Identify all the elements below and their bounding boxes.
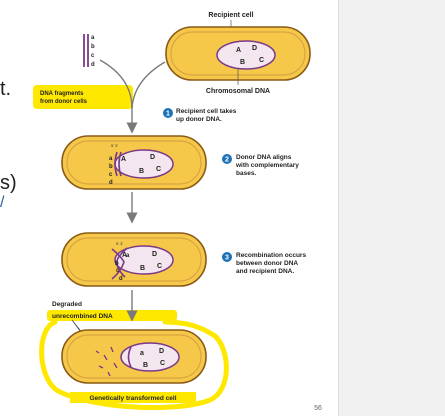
gene-label: a <box>140 350 144 357</box>
gene-label: d <box>119 276 123 282</box>
gene-label: D <box>252 45 257 52</box>
step-number: 1 <box>166 111 170 118</box>
gene-label: B <box>143 362 148 369</box>
page-number: 56 <box>314 405 322 412</box>
gene-label: D <box>159 348 164 355</box>
step-1-badge <box>163 108 173 118</box>
gene-label: c <box>109 172 113 178</box>
step-1-text: Recipient cell takes <box>176 108 237 115</box>
gene-label: c <box>91 53 95 59</box>
highlight-transformed-label <box>70 392 196 403</box>
gene-label: d <box>109 180 113 186</box>
gene-label: A <box>121 156 126 163</box>
gene-label: B <box>140 265 145 272</box>
step-2-badge <box>222 154 232 164</box>
gene-label: A <box>236 47 241 54</box>
gene-label: d <box>91 62 95 68</box>
gene-label: c <box>116 268 120 274</box>
gene-label: b <box>115 261 119 267</box>
gene-label: a <box>126 253 130 259</box>
chromosomal-dna-loop <box>216 40 276 70</box>
gene-label: b <box>109 164 113 170</box>
donor-dna-fragments: a b c d <box>83 34 95 68</box>
step-2-text: Donor DNA aligns <box>236 154 292 161</box>
gene-label: b <box>91 44 95 50</box>
degraded-dna-label: unrecombined DNA <box>52 313 113 320</box>
highlight-transformed-cell <box>39 319 229 411</box>
gene-label: D <box>152 251 157 258</box>
step-2-text: bases. <box>236 170 256 177</box>
highlight-dna-fragments <box>33 85 133 109</box>
gene-label: B <box>240 59 245 66</box>
chromosomal-dna-label: Chromosomal DNA <box>206 88 270 95</box>
step-number: 3 <box>225 255 229 262</box>
highlight-degraded <box>47 310 177 321</box>
step-3-badge <box>222 252 232 262</box>
cell-step-2: A D B C a b c d 5' 3' <box>61 135 207 190</box>
step-number: 2 <box>225 157 229 164</box>
degraded-dna-label: Degraded <box>52 301 82 308</box>
step-2-text: with complementary <box>235 162 299 169</box>
transformed-cell: a D B C <box>61 329 207 384</box>
strand-ends: 5' 3' <box>116 241 123 246</box>
cut-off-text: s) <box>0 172 17 194</box>
cut-off-text: / <box>0 194 5 211</box>
cell-step-3: A D B C a b c d 5' 3' <box>61 232 207 287</box>
step-1-text: up donor DNA. <box>176 116 222 123</box>
gene-label: C <box>259 57 264 64</box>
dna-fragments-label: from donor cells <box>40 99 88 105</box>
flow-curve <box>99 59 133 109</box>
gene-label: B <box>139 168 144 175</box>
flow-curve <box>131 61 166 109</box>
recipient-cell-label: Recipient cell <box>208 12 253 19</box>
gene-label: C <box>156 166 161 173</box>
gene-label: a <box>91 35 95 41</box>
side-panel <box>338 0 445 416</box>
step-3-text: and recipient DNA. <box>236 268 294 275</box>
gene-label: D <box>150 154 155 161</box>
transformed-cell-label: Genetically transformed cell <box>89 395 176 402</box>
step-3-text: between donor DNA <box>236 260 298 267</box>
gene-label: A <box>122 252 127 259</box>
strand-ends: 5' 3' <box>111 143 118 148</box>
step-3-text: Recombination occurs <box>236 252 306 259</box>
gene-label: a <box>109 156 113 162</box>
gene-label: C <box>157 263 162 270</box>
cut-off-text: t. <box>0 78 12 100</box>
gene-label: C <box>160 360 165 367</box>
dna-fragments-label: DNA fragments <box>40 91 84 97</box>
